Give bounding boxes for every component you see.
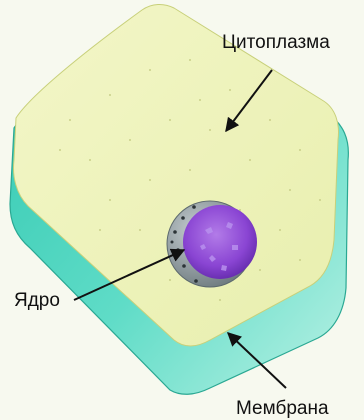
label-membrane: Мембрана bbox=[236, 398, 329, 419]
label-nucleus: Ядро bbox=[14, 290, 60, 311]
cytoplasm-face bbox=[14, 4, 339, 346]
label-cytoplasm: Цитоплазма bbox=[222, 32, 330, 53]
nucleoplasm bbox=[183, 205, 257, 279]
